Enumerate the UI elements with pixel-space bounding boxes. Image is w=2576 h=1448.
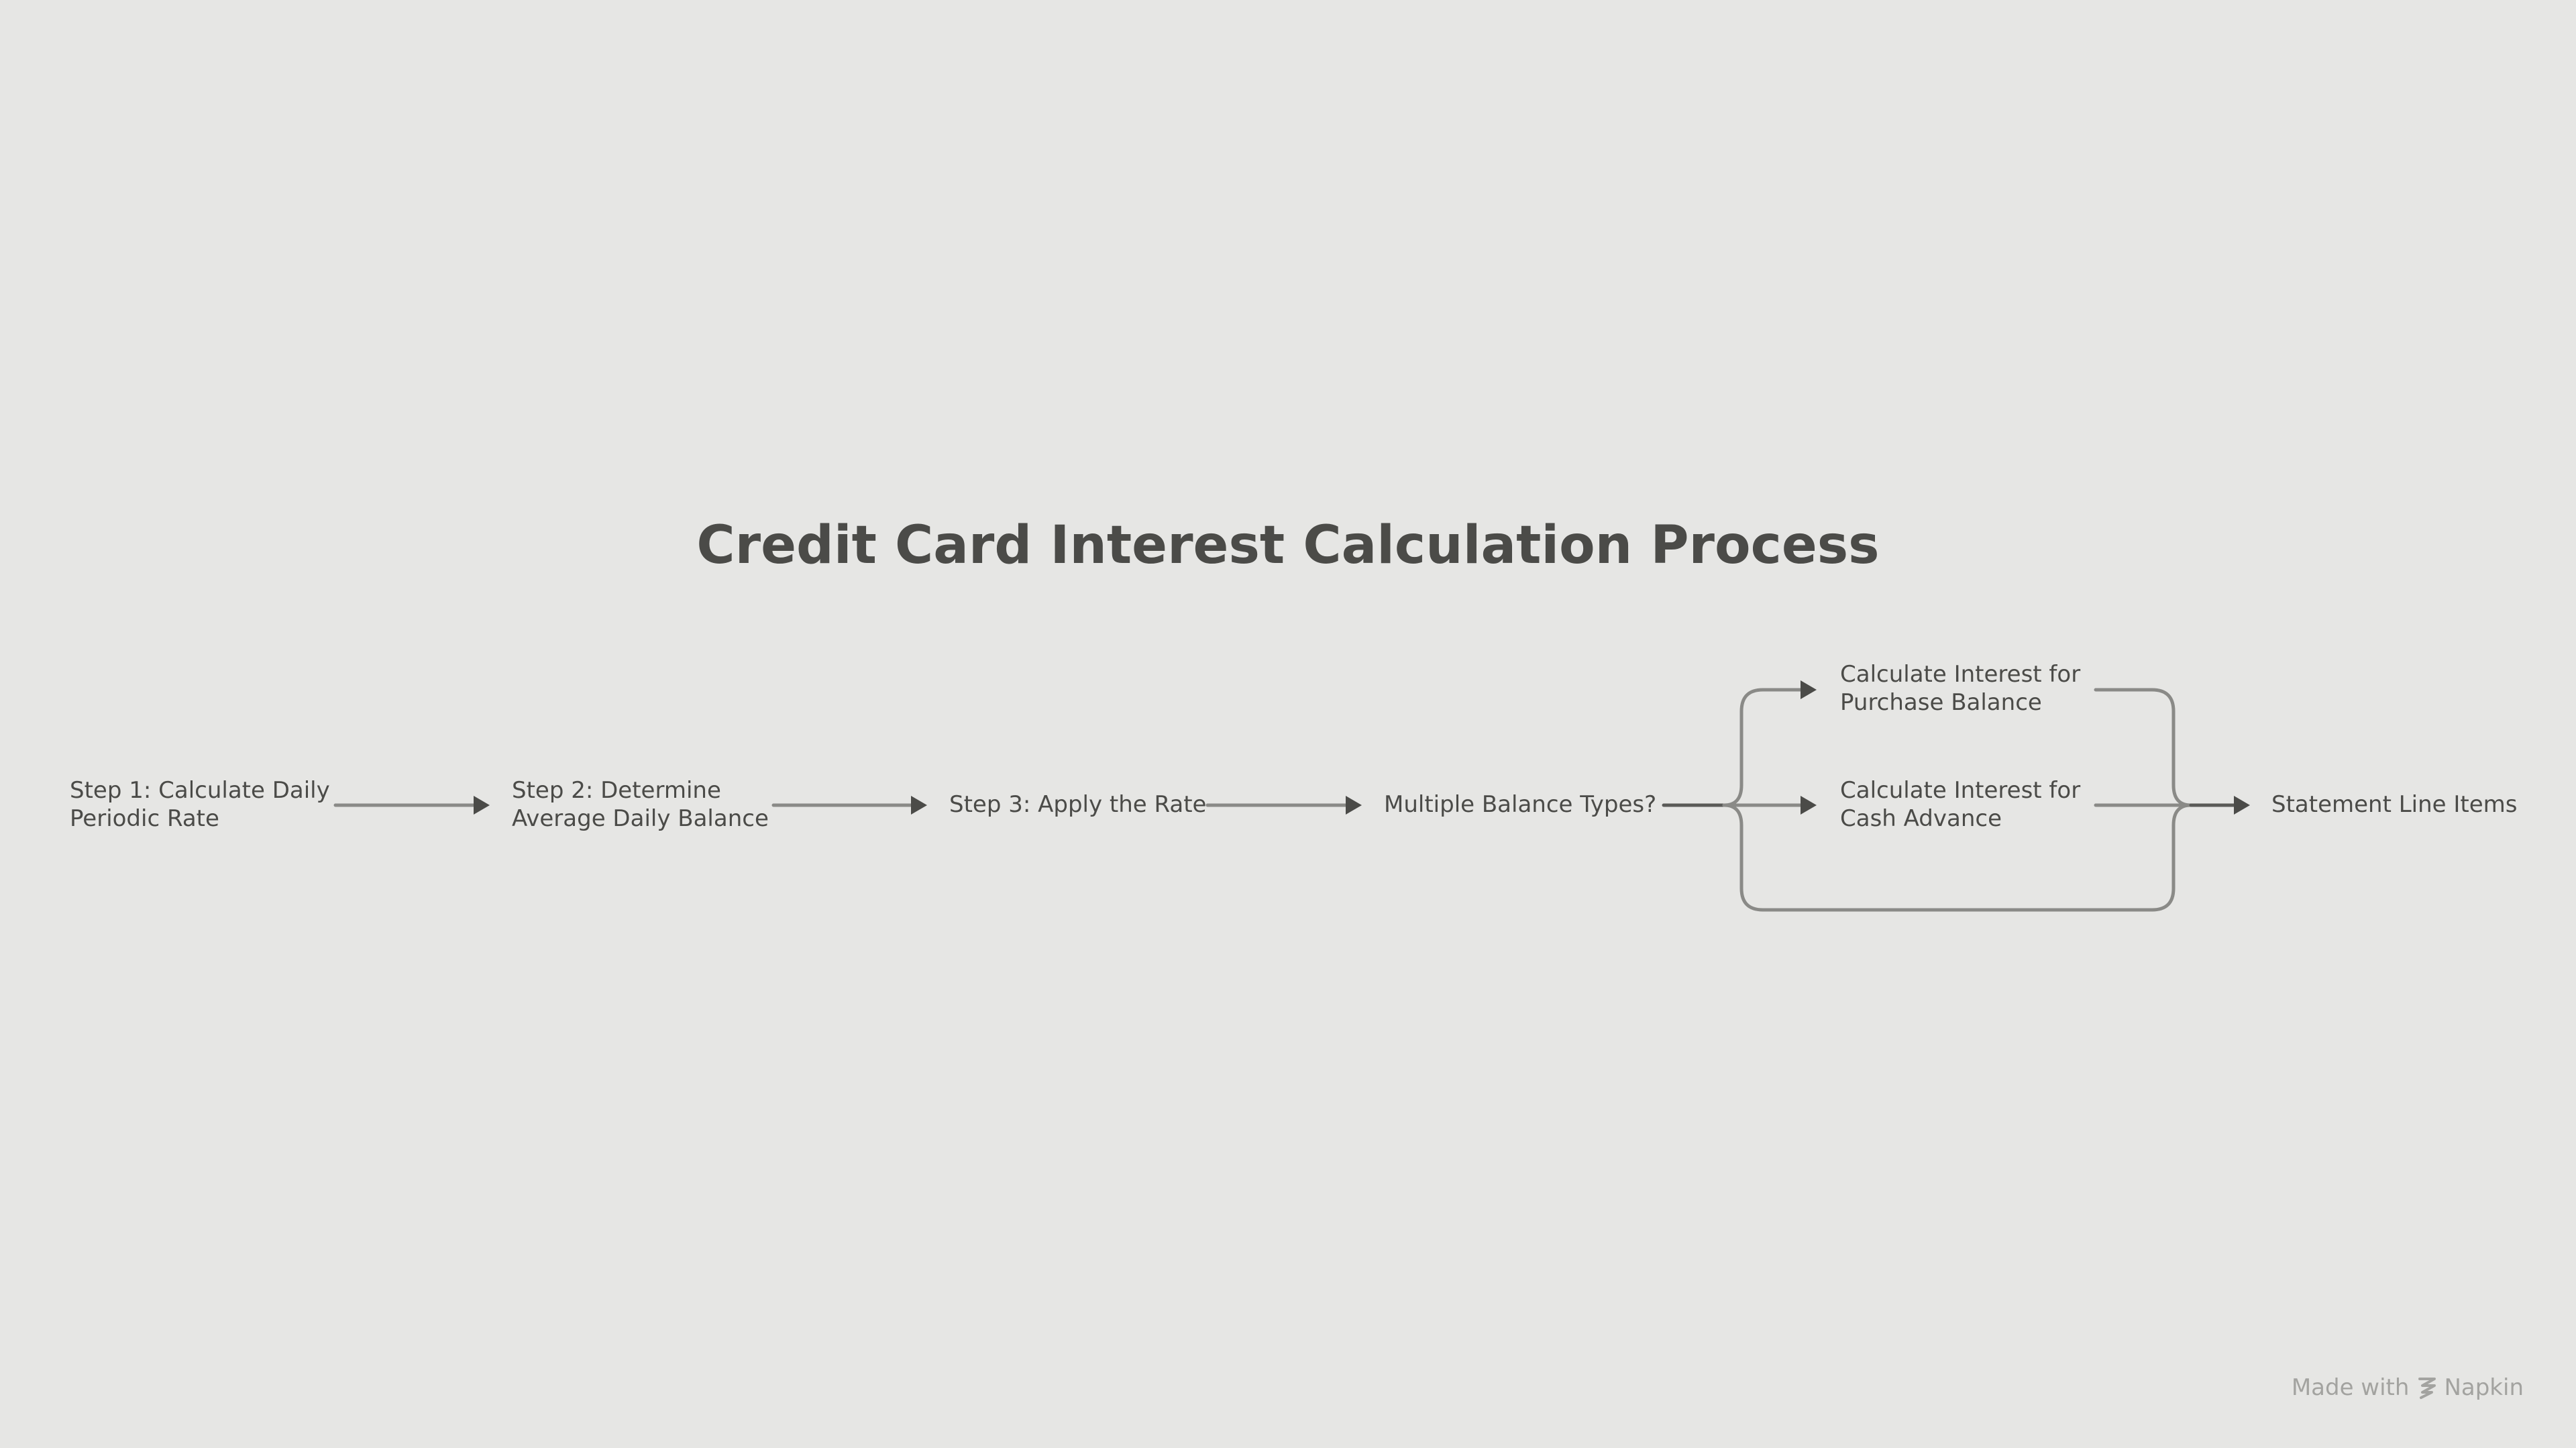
- node-decision-line1: Multiple Balance Types?: [1384, 791, 1657, 818]
- credit-brand: Napkin: [2417, 1374, 2524, 1401]
- node-purchase-interest: Calculate Interest for Purchase Balance: [1840, 660, 2080, 717]
- node-step1-line2: Periodic Rate: [70, 805, 219, 832]
- node-statement-line1: Statement Line Items: [2271, 791, 2518, 818]
- napkin-logo-icon: [2418, 1378, 2436, 1399]
- credit-prefix: Made with: [2291, 1374, 2410, 1401]
- merge-from-purchase: [2094, 688, 2193, 807]
- node-purchase-line1: Calculate Interest for: [1840, 661, 2081, 688]
- node-step2-line2: Average Daily Balance: [512, 805, 769, 832]
- node-cash-line2: Cash Advance: [1840, 805, 2002, 832]
- napkin-credit[interactable]: Made with Napkin: [2292, 1374, 2524, 1401]
- node-cash-interest: Calculate Interest for Cash Advance: [1840, 776, 2080, 833]
- credit-brand-name: Napkin: [2444, 1374, 2524, 1401]
- arrowhead-purchase-icon: [1801, 680, 1817, 699]
- node-decision: Multiple Balance Types?: [1384, 790, 1656, 819]
- arrowhead-cash-icon: [1801, 796, 1817, 815]
- node-statement: Statement Line Items: [2271, 790, 2518, 819]
- node-step3-line1: Step 3: Apply the Rate: [949, 791, 1207, 818]
- node-cash-line1: Calculate Interest for: [1840, 777, 2081, 804]
- node-step1-line1: Step 1: Calculate Daily: [70, 777, 330, 804]
- node-purchase-line2: Purchase Balance: [1840, 689, 2042, 716]
- branch-bypass: [1722, 803, 2193, 912]
- node-step3: Step 3: Apply the Rate: [949, 790, 1206, 819]
- node-step2-line1: Step 2: Determine: [512, 777, 721, 804]
- node-step1: Step 1: Calculate Daily Periodic Rate: [70, 776, 330, 833]
- arrowhead-step2-icon: [474, 796, 490, 815]
- arrowhead-step3-icon: [911, 796, 927, 815]
- branch-to-purchase: [1722, 688, 1804, 807]
- arrowhead-statement-icon: [2234, 796, 2250, 815]
- diagram-title: Credit Card Interest Calculation Process: [696, 515, 1880, 576]
- arrowhead-decision-icon: [1346, 796, 1362, 815]
- node-step2: Step 2: Determine Average Daily Balance: [512, 776, 769, 833]
